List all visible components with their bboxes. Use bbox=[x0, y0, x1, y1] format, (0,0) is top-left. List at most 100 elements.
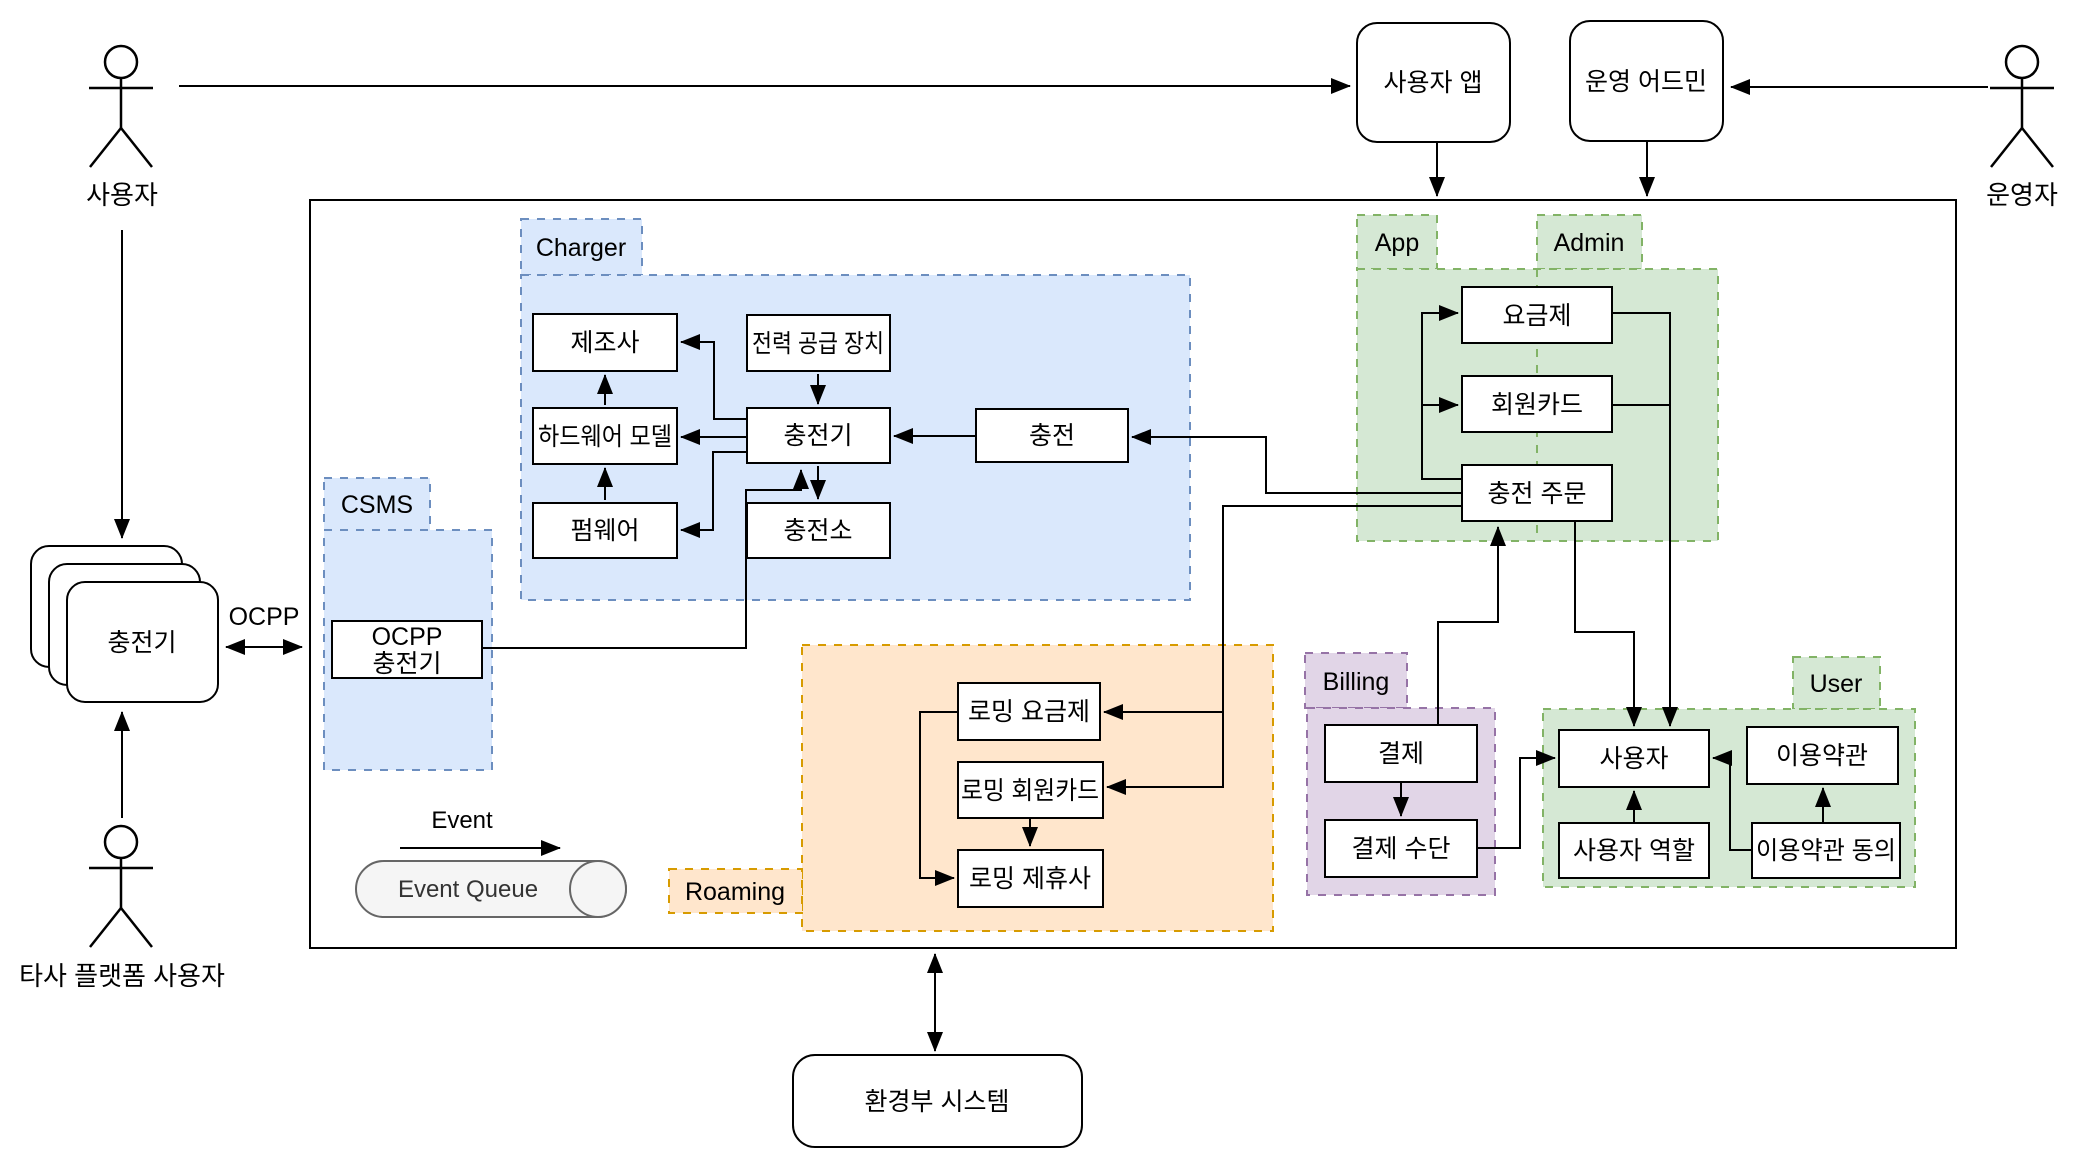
event-label: Event bbox=[431, 807, 493, 834]
terms-label: 이용약관 bbox=[1776, 742, 1868, 770]
edge-payment-to-chargeorder bbox=[1437, 526, 1506, 725]
edge-rateplan-to-user bbox=[1612, 312, 1678, 727]
node-charging: 충전 bbox=[975, 408, 1129, 463]
env-system-label: 환경부 시스템 bbox=[865, 1088, 1010, 1116]
roaming-partner-label: 로밍 제휴사 bbox=[969, 865, 1091, 893]
user-box bbox=[1558, 729, 1710, 788]
roaming-plan-label: 로밍 요금제 bbox=[968, 698, 1090, 726]
actor-user-figure bbox=[89, 44, 153, 168]
user-role-label: 사용자 역할 bbox=[1573, 837, 1695, 865]
node-roaming-plan: 로밍 요금제 bbox=[957, 682, 1101, 741]
app-group-label: App bbox=[1375, 229, 1419, 257]
terms-agreement-box bbox=[1751, 822, 1901, 879]
charging-box bbox=[975, 408, 1129, 463]
actor-user-label: 사용자 bbox=[86, 180, 158, 210]
node-roaming-member-card: 로밍 회원카드 bbox=[957, 761, 1104, 819]
node-manufacturer: 제조사 bbox=[532, 313, 678, 372]
manufacturer-box bbox=[532, 313, 678, 372]
roaming-partner-box bbox=[957, 849, 1104, 908]
edge-termsagreement-to-user bbox=[1712, 750, 1752, 851]
payment-method-box bbox=[1324, 819, 1478, 878]
station-box bbox=[746, 502, 891, 559]
event-queue-label: Event Queue bbox=[398, 876, 538, 903]
charger-box bbox=[746, 407, 891, 464]
payment-box bbox=[1324, 724, 1478, 783]
edge-ocppcharger-to-charger bbox=[482, 469, 809, 649]
node-user-app: 사용자 앱 bbox=[1356, 22, 1511, 143]
node-power-supply: 전력 공급 장치 bbox=[746, 314, 891, 372]
hardware-model-box bbox=[532, 407, 678, 465]
ocpp-charger-label-line2: 충전기 bbox=[372, 650, 441, 678]
edge-charger-to-manufacturer bbox=[680, 334, 747, 420]
node-payment-method: 결제 수단 bbox=[1324, 819, 1478, 878]
manufacturer-label: 제조사 bbox=[570, 329, 639, 357]
roaming-group-label: Roaming bbox=[685, 878, 785, 906]
edge-chargeorder-to-user bbox=[1574, 521, 1642, 727]
node-user-role: 사용자 역할 bbox=[1558, 822, 1710, 879]
csms-group-tab bbox=[323, 477, 431, 531]
station-label: 충전소 bbox=[783, 517, 852, 545]
payment-label: 결제 bbox=[1378, 740, 1424, 768]
system-boundary bbox=[309, 199, 1957, 949]
edge-chargeorder-to-rateplan bbox=[1421, 305, 1462, 480]
node-charger-stack: 충전기 bbox=[30, 545, 219, 703]
event-queue: Event Queue bbox=[355, 860, 627, 918]
roaming-plan-box bbox=[957, 682, 1101, 741]
charging-label: 충전 bbox=[1029, 422, 1075, 450]
roaming-group-tab bbox=[668, 868, 803, 914]
edge-chargeorder-to-charging bbox=[1131, 429, 1462, 494]
node-env-system: 환경부 시스템 bbox=[792, 1054, 1083, 1148]
admin-app-box bbox=[1569, 20, 1724, 142]
charge-order-box bbox=[1461, 464, 1613, 522]
terms-agreement-label: 이용약관 동의 bbox=[1756, 837, 1896, 865]
rate-plan-box bbox=[1461, 286, 1613, 344]
admin-app-label: 운영 어드민 bbox=[1585, 68, 1707, 96]
ocpp-charger-label-line1: OCPP bbox=[372, 623, 443, 651]
edge-paymentmethod-to-user bbox=[1477, 750, 1556, 849]
node-charge-order: 충전 주문 bbox=[1461, 464, 1613, 522]
admin-group-label: Admin bbox=[1554, 229, 1625, 257]
actor-third-party-label: 타사 플랫폼 사용자 bbox=[19, 961, 225, 991]
ocpp-charger-box bbox=[331, 620, 483, 679]
node-terms: 이용약관 bbox=[1746, 726, 1899, 785]
user-app-box bbox=[1356, 22, 1511, 143]
csms-group-label: CSMS bbox=[341, 491, 413, 519]
billing-group-label: Billing bbox=[1323, 668, 1390, 696]
power-supply-box bbox=[746, 314, 891, 372]
node-rate-plan: 요금제 bbox=[1461, 286, 1613, 344]
edge-chargeorder-to-roamingcard bbox=[1106, 505, 1462, 795]
power-supply-label: 전력 공급 장치 bbox=[752, 330, 884, 358]
charger-label: 충전기 bbox=[783, 422, 852, 450]
member-card-label: 회원카드 bbox=[1491, 391, 1583, 419]
user-app-label: 사용자 앱 bbox=[1384, 69, 1483, 97]
roaming-member-card-box bbox=[957, 761, 1104, 819]
edge-charger-to-firmware bbox=[680, 451, 747, 538]
user-role-box bbox=[1558, 822, 1710, 879]
event-queue-cap bbox=[569, 860, 627, 918]
payment-method-label: 결제 수단 bbox=[1352, 835, 1451, 863]
firmware-box bbox=[532, 502, 678, 559]
hardware-model-label: 하드웨어 모델 bbox=[538, 423, 672, 451]
charger-group-label: Charger bbox=[536, 234, 626, 262]
node-charger: 충전기 bbox=[746, 407, 891, 464]
charge-order-label: 충전 주문 bbox=[1488, 480, 1587, 508]
node-firmware: 펌웨어 bbox=[532, 502, 678, 559]
actor-operator-label: 운영자 bbox=[1986, 180, 2058, 210]
rate-plan-label: 요금제 bbox=[1502, 302, 1571, 330]
actor-third-party-figure bbox=[89, 824, 153, 948]
member-card-box bbox=[1461, 375, 1613, 433]
user-label: 사용자 bbox=[1599, 745, 1668, 773]
charger-stack-label: 충전기 bbox=[107, 629, 176, 657]
user-group-label: User bbox=[1810, 670, 1863, 698]
node-hardware-model: 하드웨어 모델 bbox=[532, 407, 678, 465]
terms-box bbox=[1746, 726, 1899, 785]
roaming-member-card-label: 로밍 회원카드 bbox=[961, 777, 1099, 805]
env-system-box bbox=[792, 1054, 1083, 1148]
app-group-tab bbox=[1356, 214, 1438, 270]
actor-operator-figure bbox=[1990, 44, 2054, 168]
node-user: 사용자 bbox=[1558, 729, 1710, 788]
node-payment: 결제 bbox=[1324, 724, 1478, 783]
ocpp-protocol-label: OCPP bbox=[229, 603, 300, 631]
